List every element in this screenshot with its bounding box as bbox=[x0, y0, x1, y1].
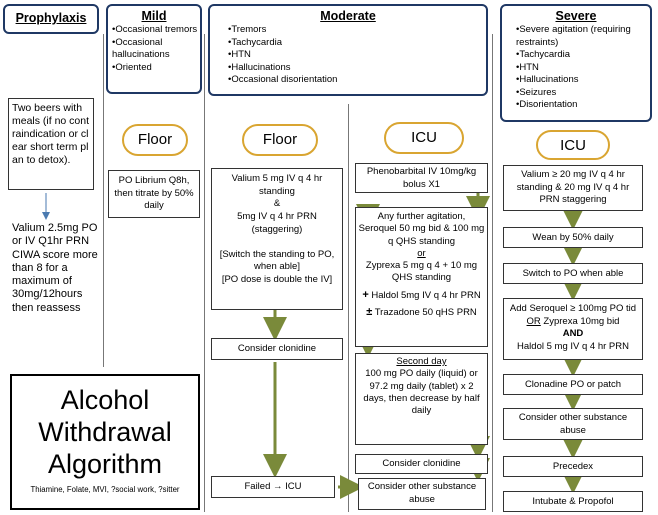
header-severe: Severe Severe agitation (requiring restr… bbox=[500, 4, 652, 122]
intubate-text: Intubate & Propofol bbox=[532, 496, 614, 507]
severe-symptom-list: Severe agitation (requiring restraints) … bbox=[502, 24, 650, 112]
prophylaxis-beers-box: Two beers with meals (if no contraindica… bbox=[8, 98, 94, 190]
moderate-other-substance-box: Consider other substance abuse bbox=[358, 478, 486, 510]
precedex-box: Precedex bbox=[503, 456, 643, 477]
further-agitation-box: Any further agitation, Seroquel 50 mg bi… bbox=[355, 207, 488, 347]
or-text: or bbox=[417, 247, 426, 259]
wean-box: Wean by 50% daily bbox=[503, 227, 643, 248]
plusminus-symbol: ± bbox=[366, 306, 373, 319]
mild-floor-pill: Floor bbox=[122, 124, 188, 156]
header-mild: Mild Occasional tremors Occasional hallu… bbox=[106, 4, 202, 94]
title-line1: Alcohol bbox=[60, 385, 150, 415]
moderate-valium-box: Valium 5 mg IV q 4 hr standing & 5mg IV … bbox=[211, 168, 343, 310]
list-item: Occasional hallucinations bbox=[112, 37, 200, 62]
list-item: Tremors bbox=[228, 24, 486, 37]
switch-po-text: Switch to PO when able bbox=[522, 268, 624, 279]
moderate-symptom-list: Tremors Tachycardia HTN Hallucinations O… bbox=[210, 24, 486, 87]
add-seroquel-box: Add Seroquel ≥ 100mg PO tid OR Zyprexa 1… bbox=[503, 298, 643, 360]
moderate-floor-label: Floor bbox=[262, 131, 298, 148]
header-moderate-title: Moderate bbox=[320, 9, 376, 23]
header-severe-title: Severe bbox=[555, 9, 597, 23]
list-item: HTN bbox=[228, 49, 486, 62]
second-day-box: Second day 100 mg PO daily (liquid) or 9… bbox=[355, 353, 488, 445]
clonadine-box: Clonadine PO or patch bbox=[503, 374, 643, 395]
failed-icu-box: Failed → ICU bbox=[211, 476, 335, 498]
severe-valium-text: Valium ≥ 20 mg IV q 4 hr standing & 20 m… bbox=[516, 169, 630, 205]
or-text: OR bbox=[526, 315, 541, 327]
intubate-box: Intubate & Propofol bbox=[503, 491, 643, 512]
and-text: AND bbox=[562, 328, 584, 339]
valium-standing-text: Valium 5 mg IV q 4 hr standing bbox=[231, 173, 323, 197]
further-agitation-text: Any further agitation, Seroquel 50 mg bi… bbox=[358, 211, 485, 247]
list-item: Tachycardia bbox=[228, 37, 486, 50]
divider-floor-icu bbox=[348, 104, 349, 512]
mild-floor-label: Floor bbox=[137, 131, 173, 148]
valium-prn-text: 5mg IV q 4 hr PRN (staggering) bbox=[237, 211, 317, 235]
trazadone-text: Trazadone 50 qHS PRN bbox=[374, 307, 477, 319]
icu-clonidine-text: Consider clonidine bbox=[382, 458, 461, 469]
header-mild-title: Mild bbox=[141, 9, 167, 23]
title-line3: Algorithm bbox=[47, 449, 163, 479]
severe-icu-pill: ICU bbox=[536, 130, 610, 160]
title-box: Alcohol Withdrawal Algorithm Thiamine, F… bbox=[10, 374, 200, 510]
header-prophylaxis-title: Prophylaxis bbox=[15, 11, 87, 25]
header-moderate: Moderate Tremors Tachycardia HTN Halluci… bbox=[208, 4, 488, 96]
mild-librium-text: PO Librium Q8h, then titrate by 50% dail… bbox=[114, 175, 194, 211]
list-item: Severe agitation (requiring restraints) bbox=[516, 24, 646, 49]
mild-librium-box: PO Librium Q8h, then titrate by 50% dail… bbox=[108, 170, 200, 218]
severe-other-text: Consider other substance abuse bbox=[518, 412, 628, 436]
other-substance-text: Consider other substance abuse bbox=[367, 481, 477, 505]
po-note-text: [PO dose is double the IV] bbox=[221, 273, 333, 285]
list-item: Hallucinations bbox=[516, 74, 646, 87]
title-line2: Withdrawal bbox=[38, 417, 172, 447]
moderate-icu-label: ICU bbox=[411, 129, 437, 146]
severe-other-substance-box: Consider other substance abuse bbox=[503, 408, 643, 440]
moderate-floor-clonidine-box: Consider clonidine bbox=[211, 338, 343, 360]
prophylaxis-beers-text: Two beers with meals (if no contraindica… bbox=[12, 102, 90, 166]
list-item: Hallucinations bbox=[228, 62, 486, 75]
divider-mild-moderate bbox=[204, 34, 205, 512]
zyprexa-text: Zyprexa 10mg bid bbox=[543, 315, 620, 327]
second-day-title: Second day bbox=[396, 356, 447, 367]
list-item: Tachycardia bbox=[516, 49, 646, 62]
list-item: Occasional tremors bbox=[112, 24, 200, 37]
phenobarbital-text: Phenobarbital IV 10mg/kg bolus X1 bbox=[366, 166, 477, 190]
header-prophylaxis: Prophylaxis bbox=[3, 4, 99, 34]
switch-note-text: [Switch the standing to PO, when able] bbox=[219, 248, 335, 273]
list-item: HTN bbox=[516, 62, 646, 75]
precedex-text: Precedex bbox=[552, 461, 594, 472]
divider-prophylaxis-mild bbox=[103, 34, 104, 367]
list-item: Disorientation bbox=[516, 99, 646, 112]
zyprexa-text: Zyprexa 5 mg q 4 + 10 mg QHS standing bbox=[365, 260, 478, 284]
failed-icu-text: Failed → ICU bbox=[244, 481, 302, 492]
severe-icu-label: ICU bbox=[560, 137, 586, 154]
add-seroquel-text: Add Seroquel ≥ 100mg PO tid bbox=[509, 303, 637, 314]
moderate-floor-pill: Floor bbox=[242, 124, 318, 156]
list-item: Oriented bbox=[112, 62, 200, 75]
clonidine-text: Consider clonidine bbox=[237, 343, 317, 354]
prophylaxis-valium-text: Valium 2.5mg PO or IV Q1hr PRN CIWA scor… bbox=[12, 222, 98, 314]
title-subtitle: Thiamine, Folate, MVI, ?social work, ?si… bbox=[30, 485, 180, 494]
ampersand-text: & bbox=[273, 198, 281, 210]
wean-text: Wean by 50% daily bbox=[532, 232, 614, 243]
plus-symbol: + bbox=[362, 288, 369, 301]
list-item: Occasional disorientation bbox=[228, 74, 486, 87]
clonadine-text: Clonadine PO or patch bbox=[524, 379, 622, 390]
list-item: Seizures bbox=[516, 87, 646, 100]
divider-moderate-severe bbox=[492, 34, 493, 512]
switch-po-box: Switch to PO when able bbox=[503, 263, 643, 284]
moderate-icu-pill: ICU bbox=[384, 122, 464, 154]
severe-haldol-text: Haldol 5 mg IV q 4 hr PRN bbox=[517, 340, 629, 352]
mild-symptom-list: Occasional tremors Occasional hallucinat… bbox=[108, 24, 200, 74]
severe-valium-box: Valium ≥ 20 mg IV q 4 hr standing & 20 m… bbox=[503, 165, 643, 211]
second-day-text: 100 mg PO daily (liquid) or 97.2 mg dail… bbox=[363, 368, 480, 417]
haldol-text: Haldol 5mg IV q 4 hr PRN bbox=[371, 289, 481, 301]
phenobarbital-box: Phenobarbital IV 10mg/kg bolus X1 bbox=[355, 163, 488, 193]
moderate-icu-clonidine-box: Consider clonidine bbox=[355, 454, 488, 474]
